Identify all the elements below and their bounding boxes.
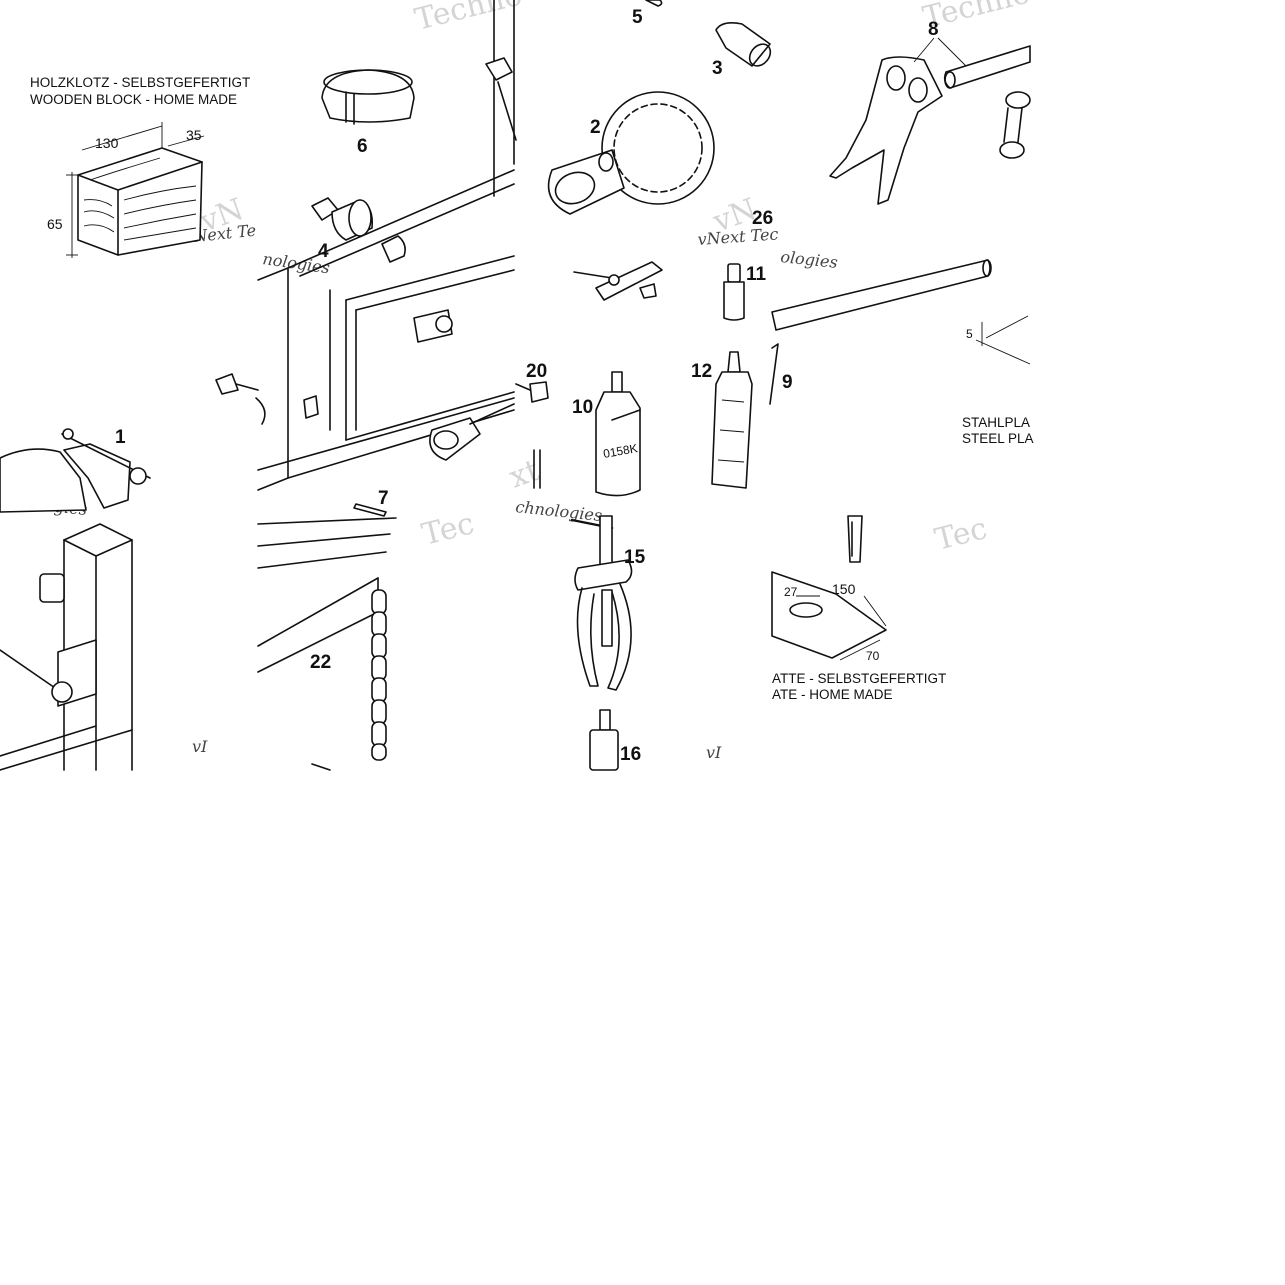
watermark: Tec: [418, 506, 477, 553]
wood-grain-texture: [83, 157, 197, 241]
part-number-1: 1: [115, 427, 126, 448]
clamp-bracket: [429, 403, 515, 461]
part-10-bottle: 0158K 10: [572, 371, 641, 497]
part-number-26: 26: [752, 208, 773, 229]
part-16-adapter: 16: [589, 709, 641, 771]
steel-plate-caption-en-right: ATE - HOME MADE: [772, 687, 893, 702]
steel-plate-caption-de-right: ATTE - SELBSTGEFERTIGT: [772, 671, 946, 686]
part-number-7: 7: [378, 488, 389, 509]
watermark: xt: [505, 453, 544, 496]
dimension-plate-thickness: 5: [966, 327, 973, 341]
steel-plate-caption-en-left: STEEL PLA: [962, 431, 1034, 446]
part-number-20: 20: [526, 361, 547, 382]
dimension-plate-width: 70: [866, 649, 880, 663]
steel-plate-figure: 27 150 70 ATTE - SELBSTGEFERTIGT ATE - H…: [771, 515, 946, 702]
part-1-fixture: 1: [0, 427, 151, 513]
dimension-block-depth: 35: [186, 127, 202, 143]
wooden-block-caption-de: HOLZKLOTZ - SELBSTGEFERTIGT: [30, 75, 250, 90]
watermark: chnologies: [515, 497, 604, 525]
dimension-plate-length: 150: [832, 581, 856, 597]
part-3-sleeve: 3: [712, 22, 772, 79]
part-6-split-ring: 6: [321, 69, 415, 157]
part-12-tube: 12: [691, 351, 753, 489]
part-9-bar: 9: [769, 259, 992, 405]
pin-assembly: [573, 261, 663, 301]
part-number-6: 6: [357, 136, 368, 157]
watermark: ologies: [780, 247, 839, 272]
part-number-5: 5: [632, 7, 643, 28]
part-number-15: 15: [624, 547, 646, 568]
part-number-2: 2: [590, 117, 601, 138]
part-number-22: 22: [310, 652, 331, 673]
part-number-4: 4: [318, 241, 329, 262]
dimension-plate-hole: 27: [784, 585, 798, 599]
part-number-8: 8: [928, 19, 939, 40]
part-number-3: 3: [712, 58, 723, 79]
dimension-block-length: 130: [95, 135, 119, 151]
part-2-holding-wrench: 2: [547, 91, 715, 215]
bottle-label-text: 0158K: [602, 441, 639, 461]
watermark: vI: [706, 743, 722, 762]
steel-plate-caption-de-left: STAHLPLA: [962, 415, 1030, 430]
part-8-bracket: 8: [829, 19, 1031, 205]
watermark: Tec: [931, 511, 990, 558]
watermark: Techno: [411, 0, 525, 38]
steel-plate: [771, 571, 887, 659]
left-bolt: [215, 373, 266, 425]
chain: [371, 589, 387, 761]
lower-left-stand: [0, 523, 133, 771]
dimension-block-height: 65: [47, 216, 63, 232]
part-number-11: 11: [746, 264, 767, 285]
wooden-block-caption-en: WOODEN BLOCK - HOME MADE: [30, 92, 237, 107]
part-22-chain-holder: 7 22: [257, 488, 397, 771]
part-number-9: 9: [782, 372, 793, 393]
part-20-screw: 20: [515, 361, 549, 403]
part-number-10: 10: [572, 397, 593, 418]
part-15-puller: 15: [570, 515, 646, 691]
watermark: vI: [192, 737, 208, 756]
wooden-block-figure: HOLZKLOTZ - SELBSTGEFERTIGT WOODEN BLOCK…: [30, 75, 250, 258]
part-number-16: 16: [620, 744, 641, 765]
steel-plate-edge: 5 STAHLPLA STEEL PLA: [962, 315, 1034, 446]
part-11-small-bottle: 11: [723, 263, 767, 321]
part-number-12: 12: [691, 361, 712, 382]
